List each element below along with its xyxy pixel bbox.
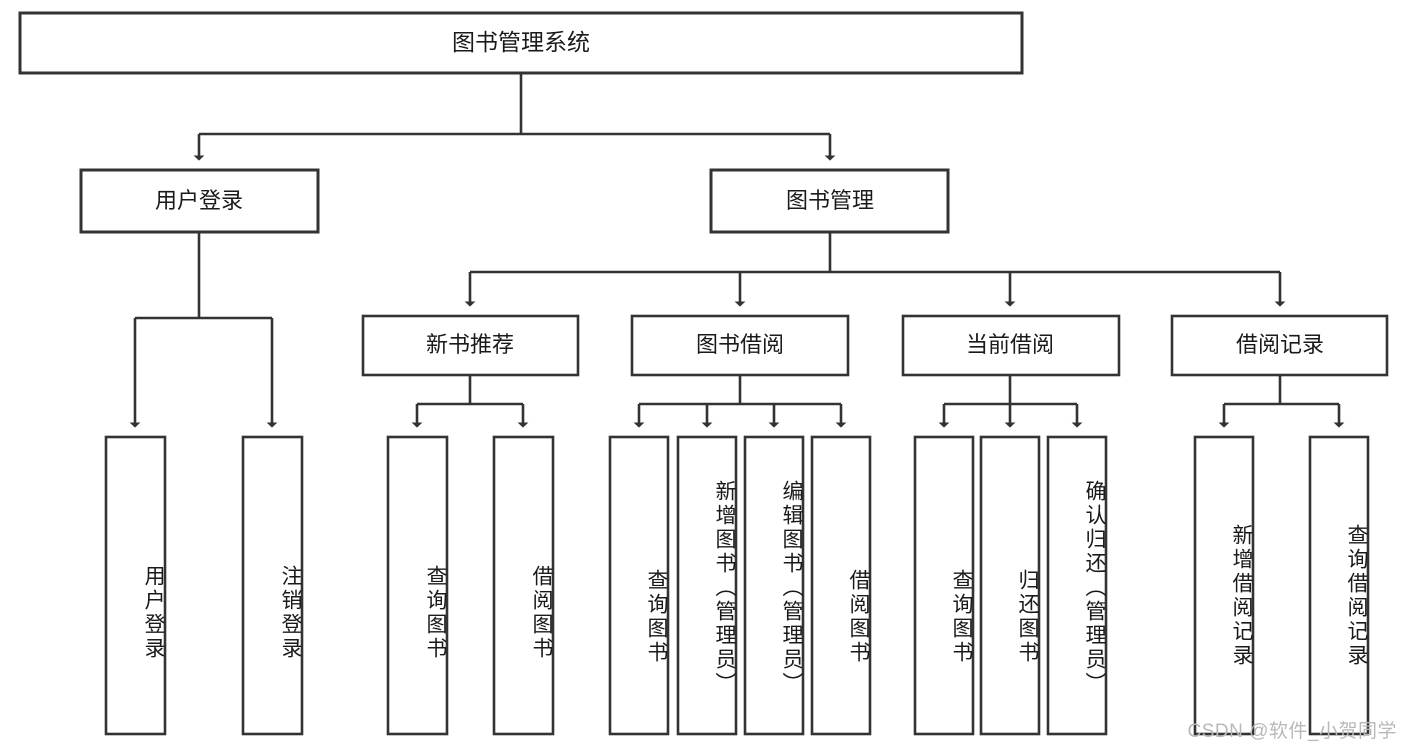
leaf-rect-logout-login[interactable] bbox=[241, 435, 304, 736]
node-user-login-rect[interactable] bbox=[79, 168, 320, 234]
node-new-book-recommend-label: 新书推荐 bbox=[426, 332, 514, 357]
connector-group-user-login bbox=[129, 232, 278, 428]
node-borrow-record[interactable]: 借阅记录 bbox=[1170, 314, 1389, 377]
leaf-rect-confirm-return-admin[interactable] bbox=[1046, 435, 1108, 736]
leaf-rect-return-book[interactable] bbox=[979, 435, 1041, 736]
leaf-rect-edit-book-admin[interactable] bbox=[743, 435, 805, 736]
node-current-borrow-label: 当前借阅 bbox=[966, 332, 1054, 357]
node-current-borrow-rect[interactable] bbox=[901, 314, 1121, 377]
node-book-management[interactable]: 图书管理 bbox=[709, 168, 950, 234]
node-user-login[interactable]: 用户登录 bbox=[79, 168, 320, 234]
connector-group-book-borrow bbox=[633, 375, 847, 428]
watermark-text: CSDN @软件_小贺同学 bbox=[1187, 721, 1397, 742]
connector-group-current-borrow bbox=[938, 375, 1083, 428]
leaf-rect-query-books-recommend[interactable] bbox=[386, 435, 449, 736]
node-new-book-recommend[interactable]: 新书推荐 bbox=[361, 314, 580, 377]
node-book-management-label: 图书管理 bbox=[786, 188, 874, 213]
leaf-rect-query-borrow-record[interactable] bbox=[1308, 435, 1370, 736]
leaf-rect-user-login[interactable] bbox=[104, 435, 167, 736]
leaf-rect-borrow-books-recommend[interactable] bbox=[492, 435, 555, 736]
node-title-label: 图书管理系统 bbox=[452, 29, 590, 55]
node-book-borrow-rect[interactable] bbox=[630, 314, 850, 377]
node-book-management-rect[interactable] bbox=[709, 168, 950, 234]
node-title[interactable]: 图书管理系统 bbox=[18, 11, 1024, 75]
connector-group-borrow-record bbox=[1218, 375, 1345, 428]
node-user-login-label: 用户登录 bbox=[155, 188, 243, 213]
leaf-rect-borrow-book[interactable] bbox=[810, 435, 872, 736]
node-title-rect[interactable] bbox=[18, 11, 1024, 75]
node-current-borrow[interactable]: 当前借阅 bbox=[901, 314, 1121, 377]
connector-group-new-book-recommend bbox=[411, 375, 529, 428]
connector-group-book-management bbox=[464, 232, 1286, 307]
node-borrow-record-rect[interactable] bbox=[1170, 314, 1389, 377]
node-borrow-record-label: 借阅记录 bbox=[1236, 332, 1324, 357]
node-book-borrow-label: 图书借阅 bbox=[696, 332, 784, 357]
node-book-borrow[interactable]: 图书借阅 bbox=[630, 314, 850, 377]
connector-group-root bbox=[193, 73, 836, 161]
leaf-rect-add-book-admin[interactable] bbox=[676, 435, 738, 736]
leaf-rect-query-books-current[interactable] bbox=[913, 435, 975, 736]
leaf-rect-add-borrow-record[interactable] bbox=[1193, 435, 1255, 736]
leaf-rect-query-books-borrow[interactable] bbox=[608, 435, 670, 736]
node-new-book-recommend-rect[interactable] bbox=[361, 314, 580, 377]
leaf-rect-group bbox=[104, 435, 1370, 736]
